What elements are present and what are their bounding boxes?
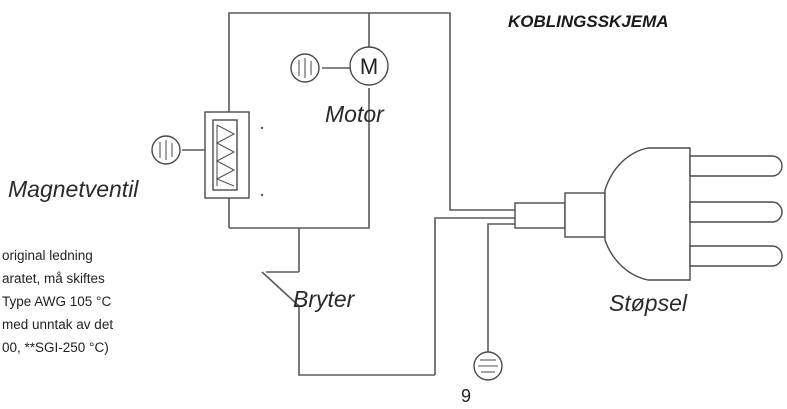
wire-dot [260,126,264,130]
diagram-title: KOBLINGSSKJEMA [508,12,669,31]
plug-label: Støpsel [609,290,688,316]
valve-label: Magnetventil [8,176,139,202]
note-line: original ledning [2,248,93,263]
motor-symbol: M [360,54,378,79]
plug-icon [514,147,783,281]
switch-label: Bryter [293,286,356,312]
plug-ground-icon [473,351,503,381]
note-line: aratet, må skiftes [2,271,105,286]
motor-icon: M [349,13,389,86]
circuit-wires [228,12,515,376]
wire-dot [260,193,264,197]
note-line: 00, **SGI-250 °C) [2,340,109,355]
motor-ground-icon [290,53,350,83]
note-line: Type AWG 105 °C [2,294,111,309]
switch-icon [261,271,300,307]
page-number: 9 [461,386,471,406]
wiring-note: original ledning aratet, må skiftes Type… [2,248,113,355]
motor-label: Motor [325,101,385,127]
note-line: med unntak av det [2,317,113,332]
valve-ground-icon [151,135,205,165]
coil-icon [204,111,250,199]
